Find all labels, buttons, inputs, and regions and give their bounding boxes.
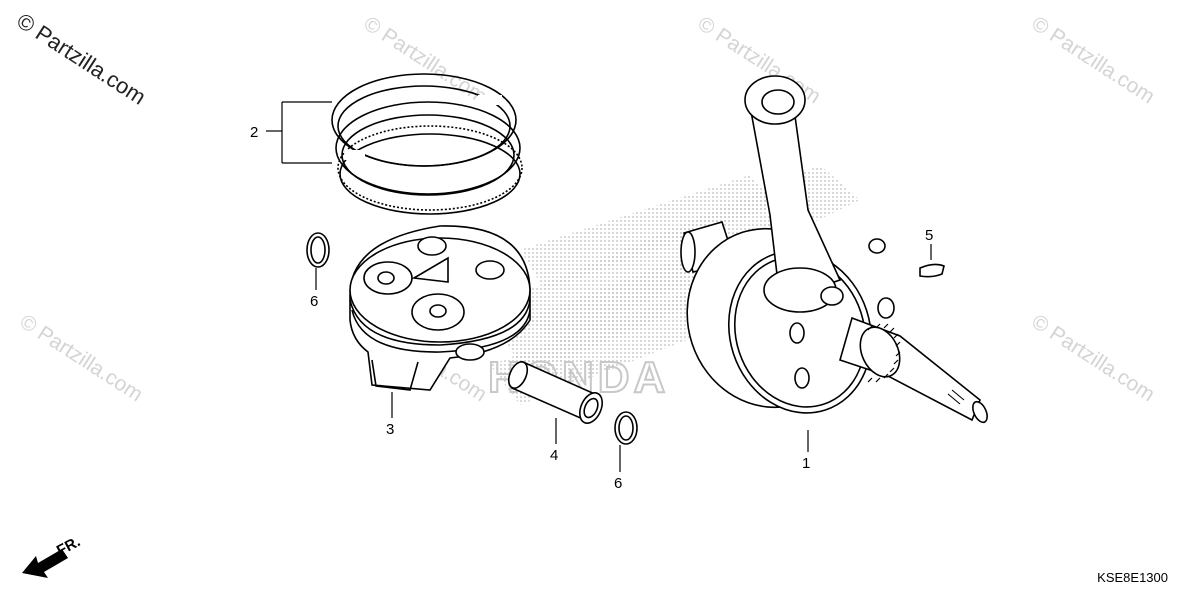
callout-6-left: 6 [310,293,318,310]
callout-3: 3 [386,421,394,438]
callout-5: 5 [925,227,933,244]
callout-bracket-2 [266,101,332,164]
callout-2: 2 [250,124,258,141]
diagram-code: KSE8E1300 [1097,570,1168,585]
callout-4: 4 [550,447,558,464]
front-direction-arrow: FR. [22,533,83,578]
crankshaft [680,75,988,424]
callout-6-right: 6 [614,475,622,492]
piston-ring-set [331,73,523,215]
woodruff-key [919,263,945,278]
callout-1: 1 [802,455,810,472]
piston-pin-clip-right [614,411,638,445]
piston-pin [507,360,604,424]
piston [349,225,531,391]
piston-pin-clip-left [306,232,330,268]
